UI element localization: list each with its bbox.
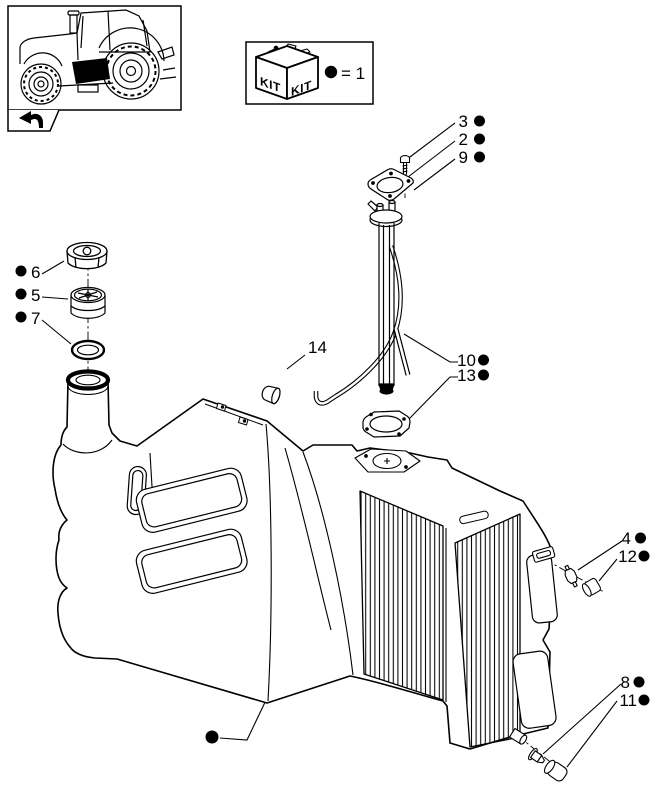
nav-arrow-icon[interactable] bbox=[19, 111, 43, 128]
callout-12-dot-icon bbox=[638, 550, 650, 562]
callout-14[interactable]: 14 bbox=[308, 338, 327, 357]
tank-side-panel-lower bbox=[135, 528, 248, 594]
callout-11[interactable]: 11 bbox=[619, 691, 650, 710]
part-drain-cap[interactable] bbox=[542, 758, 569, 783]
tank-side-panel-upper bbox=[135, 467, 248, 533]
filler-neck bbox=[65, 369, 111, 395]
part-gasket[interactable] bbox=[362, 410, 411, 438]
callout-12-number[interactable]: 12 bbox=[618, 547, 637, 566]
kit-legend-box: KIT KIT = 1 bbox=[245, 41, 374, 105]
callout-2-dot-icon bbox=[474, 133, 485, 145]
callout-13[interactable]: 13 bbox=[457, 366, 489, 385]
vent-fitting-tab bbox=[531, 546, 556, 563]
callout-4-dot-icon bbox=[635, 532, 646, 544]
callout-tank-dot-icon[interactable] bbox=[205, 730, 219, 744]
leader-line-2 bbox=[407, 140, 456, 178]
callout-10-number[interactable]: 10 bbox=[457, 351, 476, 370]
leader-line-6 bbox=[41, 260, 65, 275]
leader-line-7 bbox=[41, 319, 72, 345]
callout-5[interactable]: 5 bbox=[15, 286, 41, 305]
callout-9[interactable]: 9 bbox=[459, 148, 485, 167]
callout-13-number[interactable]: 13 bbox=[457, 366, 476, 385]
leader-line-8 bbox=[542, 683, 622, 755]
leader-line-12 bbox=[598, 558, 618, 582]
tractor-thumbnail-box[interactable] bbox=[7, 5, 182, 132]
tank-top-slot bbox=[459, 510, 489, 525]
callout-8[interactable]: 8 bbox=[621, 673, 645, 692]
leader-line-4 bbox=[577, 540, 623, 571]
kit-dot-icon bbox=[324, 65, 338, 79]
leader-line-14 bbox=[286, 354, 306, 370]
callout-13-dot-icon bbox=[478, 369, 489, 381]
leader-lines bbox=[41, 122, 623, 768]
part-mounting-plate[interactable] bbox=[367, 168, 414, 201]
callout-4[interactable]: 4 bbox=[622, 529, 646, 548]
leader-line-11 bbox=[566, 700, 618, 768]
callout-7-dot-icon bbox=[15, 311, 27, 323]
part-vent-cap[interactable] bbox=[581, 577, 602, 597]
callout-4-number[interactable]: 4 bbox=[622, 529, 631, 548]
callout-3-dot-icon bbox=[474, 115, 485, 127]
leader-line-3 bbox=[405, 122, 456, 161]
part-fuel-tank[interactable] bbox=[52, 369, 558, 750]
thumbnail-highlight-fuel-tank bbox=[72, 58, 110, 84]
leader-line-10 bbox=[403, 333, 458, 363]
drain-boss bbox=[509, 727, 528, 745]
callout-6-dot-icon bbox=[15, 265, 27, 277]
callout-9-dot-icon bbox=[474, 151, 485, 163]
callout-11-dot-icon bbox=[638, 694, 650, 706]
callout-9-number[interactable]: 9 bbox=[459, 148, 468, 167]
tank-rib-band-left bbox=[359, 490, 444, 701]
callout-6-number[interactable]: 6 bbox=[31, 263, 40, 282]
leader-line-5 bbox=[41, 296, 69, 300]
callout-7[interactable]: 7 bbox=[15, 309, 41, 328]
callout-5-dot-icon bbox=[15, 288, 27, 300]
callout-2[interactable]: 2 bbox=[459, 130, 485, 149]
part-plug[interactable] bbox=[260, 384, 282, 405]
callout-7-number[interactable]: 7 bbox=[31, 309, 40, 328]
callout-8-number[interactable]: 8 bbox=[621, 673, 630, 692]
platform-mount-holes bbox=[216, 402, 249, 426]
callout-8-dot-icon bbox=[633, 676, 645, 688]
callout-5-number[interactable]: 5 bbox=[31, 286, 40, 305]
kit-equation: = 1 bbox=[341, 64, 365, 83]
part-strainer[interactable] bbox=[70, 286, 106, 319]
part-fuel-cap[interactable] bbox=[66, 241, 108, 270]
callout-10-dot-icon bbox=[478, 354, 489, 366]
part-vent-valve[interactable] bbox=[562, 564, 581, 589]
leader-line-tank bbox=[219, 695, 269, 741]
part-drain-valve[interactable] bbox=[527, 747, 547, 767]
leader-line-13 bbox=[408, 376, 458, 420]
callout-6[interactable]: 6 bbox=[15, 263, 41, 282]
callout-2-number[interactable]: 2 bbox=[459, 130, 468, 149]
leader-line-9 bbox=[413, 158, 456, 191]
tank-end-pad-lower bbox=[512, 650, 557, 729]
callout-3-number[interactable]: 3 bbox=[459, 112, 468, 131]
kit-box-icon bbox=[255, 43, 319, 100]
callout-3[interactable]: 3 bbox=[459, 112, 485, 131]
part-screw[interactable] bbox=[399, 155, 411, 178]
callout-11-number[interactable]: 11 bbox=[619, 691, 637, 710]
callout-14-number[interactable]: 14 bbox=[308, 338, 327, 357]
part-fuel-sender[interactable] bbox=[313, 199, 411, 406]
callout-10[interactable]: 10 bbox=[457, 351, 489, 370]
tractor-thumbnail bbox=[19, 9, 177, 105]
part-o-ring[interactable] bbox=[70, 339, 106, 361]
sender-mounting-boss bbox=[354, 448, 421, 473]
callout-12[interactable]: 12 bbox=[618, 547, 650, 566]
